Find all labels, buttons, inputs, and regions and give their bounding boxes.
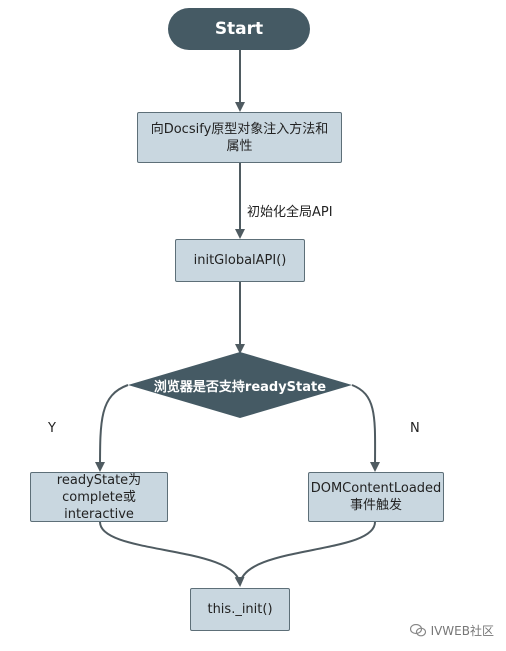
watermark: IVWEB社区 (409, 622, 494, 639)
start-node: Start (168, 8, 310, 50)
decision-label: 浏览器是否支持readyState (153, 380, 327, 395)
edge-readystate-to-init (99, 521, 245, 587)
inject-node-label: 向Docsify原型对象注入方法和属性 (150, 121, 329, 154)
edge-decision-yes (95, 384, 129, 472)
ready-state-node: readyState为complete或interactive (30, 472, 168, 522)
ready-state-node-label: readyState为complete或interactive (56, 472, 142, 522)
init-global-node: initGlobalAPI() (175, 239, 305, 282)
edge-label-no: N (410, 421, 420, 436)
inject-node: 向Docsify原型对象注入方法和属性 (137, 112, 342, 163)
watermark-text: IVWEB社区 (430, 624, 494, 638)
edge-domloaded-to-init (239, 521, 376, 586)
edge-label-init-global-api: 初始化全局API (247, 205, 333, 220)
edge-label-yes: Y (48, 421, 56, 436)
dom-loaded-node: DOMContentLoaded事件触发 (308, 472, 444, 522)
init-node: this._init() (190, 588, 290, 631)
dom-loaded-node-label: DOMContentLoaded事件触发 (310, 481, 442, 513)
chat-bubbles-icon (409, 624, 426, 637)
edge-decision-no (351, 384, 381, 472)
decision-diamond (128, 352, 352, 418)
